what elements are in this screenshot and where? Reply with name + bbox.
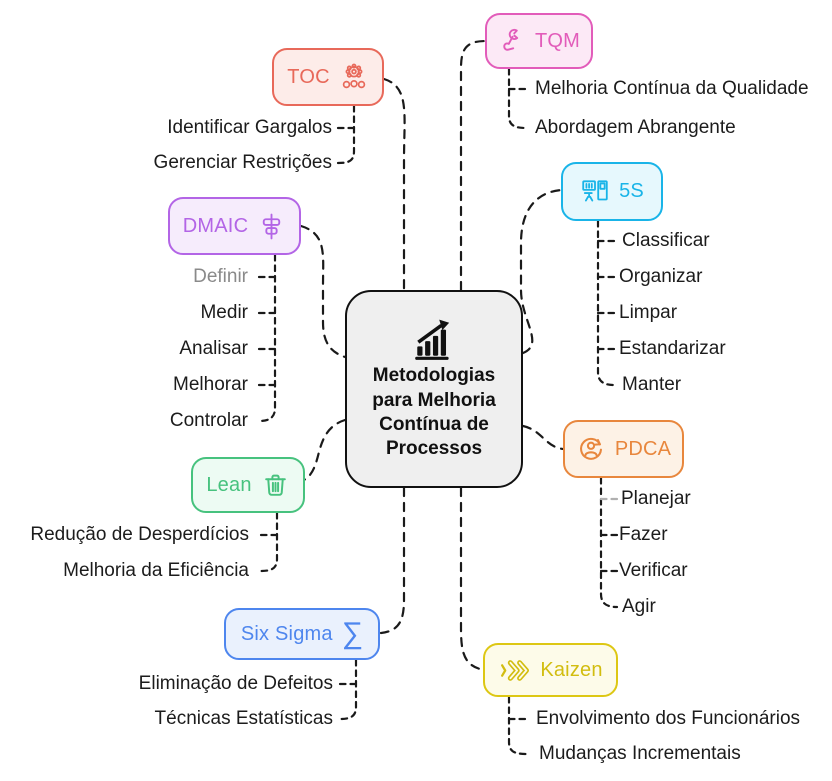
leaf-agir: Agir — [622, 596, 656, 617]
connector-center-sixsigma — [379, 486, 406, 635]
spine-lean — [259, 511, 279, 573]
leaf-melhoria-da-eficiencia: Melhoria da Eficiência — [63, 560, 249, 581]
workstation-icon — [582, 179, 608, 201]
leaf-estandarizar: Estandarizar — [619, 338, 726, 359]
branch-node-kaizen: Kaizen — [483, 643, 618, 697]
trash-icon — [264, 474, 286, 496]
spine-kaizen — [507, 695, 528, 756]
branch-label-toc: TOC — [287, 65, 330, 88]
fast-forward-icon — [501, 659, 530, 681]
spine-5s — [596, 219, 616, 387]
connector-center-tqm — [459, 39, 488, 292]
branch-label-kaizen: Kaizen — [540, 658, 603, 681]
leaf-reducao-de-desperdicios: Redução de Desperdícios — [30, 524, 249, 545]
root-node: Metodologias para Melhoria Contínua de P… — [345, 290, 523, 488]
connector-center-5s — [519, 188, 564, 355]
growth-chart-icon — [415, 320, 450, 361]
leaf-gerenciar-restricoes: Gerenciar Restrições — [153, 152, 332, 173]
leaf-verificar: Verificar — [619, 560, 688, 581]
connector-center-kaizen — [459, 486, 486, 672]
leaf-definir: Definir — [193, 266, 248, 287]
leaf-mudancas-incrementais: Mudanças Incrementais — [539, 743, 741, 764]
leaf-manter: Manter — [622, 374, 682, 395]
leaf-medir: Medir — [200, 302, 248, 323]
branch-label-lean: Lean — [206, 473, 252, 496]
connector-center-pdca — [521, 424, 566, 451]
leaf-organizar: Organizar — [619, 266, 703, 287]
leaf-melhoria-continua-da-qualidade: Melhoria Contínua da Qualidade — [535, 78, 809, 99]
connector-center-toc — [382, 77, 406, 292]
branch-label-5s: 5S — [619, 180, 644, 202]
branch-node-lean: Lean — [191, 457, 305, 513]
leaf-classificar: Classificar — [622, 230, 710, 251]
leaf-identificar-gargalos: Identificar Gargalos — [167, 117, 332, 138]
wrench-hand-icon — [503, 28, 519, 51]
connector-center-dmaic — [299, 224, 347, 359]
align-center-icon — [263, 213, 281, 239]
branch-node-toc: TOC — [272, 48, 384, 106]
spine-pdca — [599, 476, 619, 609]
leaf-fazer: Fazer — [619, 524, 668, 545]
leaf-analisar: Analisar — [179, 338, 248, 359]
branch-node-six-sigma: Six Sigma ∑ — [224, 608, 380, 660]
leaf-controlar: Controlar — [169, 410, 248, 431]
person-cycle-icon — [579, 437, 602, 460]
branch-label-six-sigma: Six Sigma — [240, 622, 333, 645]
branch-label-tqm: TQM — [534, 29, 581, 52]
leaf-planejar: Planejar — [621, 488, 691, 509]
leaf-tecnicas-estatisticas: Técnicas Estatísticas — [154, 708, 333, 729]
spine-tqm — [507, 67, 528, 130]
leaf-melhorar: Melhorar — [173, 374, 248, 395]
leaf-eliminacao-de-defeitos: Eliminação de Defeitos — [138, 673, 333, 694]
gears-icon — [342, 63, 365, 89]
branch-label-pdca: PDCA — [614, 437, 672, 460]
branch-node-dmaic: DMAIC — [168, 197, 301, 255]
branch-node-5s: 5S — [561, 162, 663, 221]
leaf-abordagem-abrangente: Abordagem Abrangente — [535, 117, 736, 138]
branch-label-dmaic: DMAIC — [182, 214, 249, 237]
leaf-limpar: Limpar — [619, 302, 678, 323]
sigma-icon: ∑ — [341, 617, 364, 650]
branch-node-tqm: TQM — [485, 13, 593, 69]
spine-toc — [336, 104, 356, 165]
branch-node-pdca: PDCA — [563, 420, 684, 478]
spine-sixsigma — [338, 658, 358, 721]
leaf-envolvimento-dos-funcionarios: Envolvimento dos Funcionários — [536, 708, 801, 729]
connector-center-lean — [302, 418, 347, 482]
root-title: Metodologias para Melhoria Contínua de P… — [372, 365, 496, 460]
spine-dmaic — [257, 253, 277, 423]
